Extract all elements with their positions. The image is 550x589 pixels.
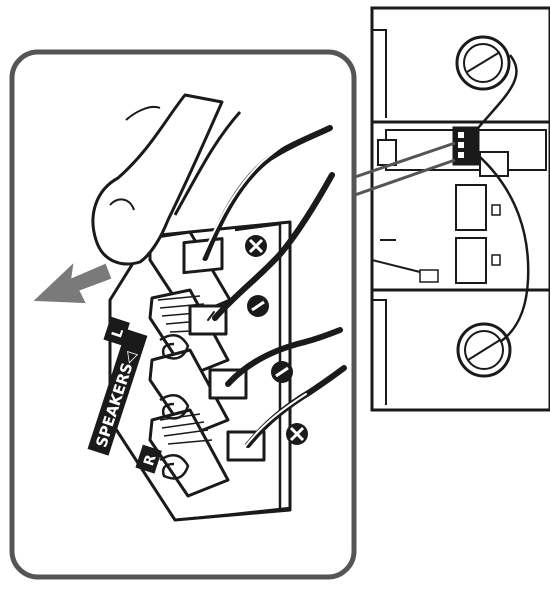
callout-connector [351,141,456,198]
finger-icon [91,93,242,266]
minus-icon [247,295,269,317]
speaker-unit-icon [370,6,550,412]
minus-icon [271,361,293,383]
plus-icon [286,423,308,445]
left-channel-label: L [103,316,130,346]
speaker-cable [467,54,530,344]
plus-icon [245,235,267,257]
speaker-wire-right [225,327,347,449]
right-channel-label: R [135,444,162,474]
pull-arrow-icon [33,263,112,304]
speaker-wire-left [199,119,335,321]
right-channel-label-text: R [141,453,160,468]
